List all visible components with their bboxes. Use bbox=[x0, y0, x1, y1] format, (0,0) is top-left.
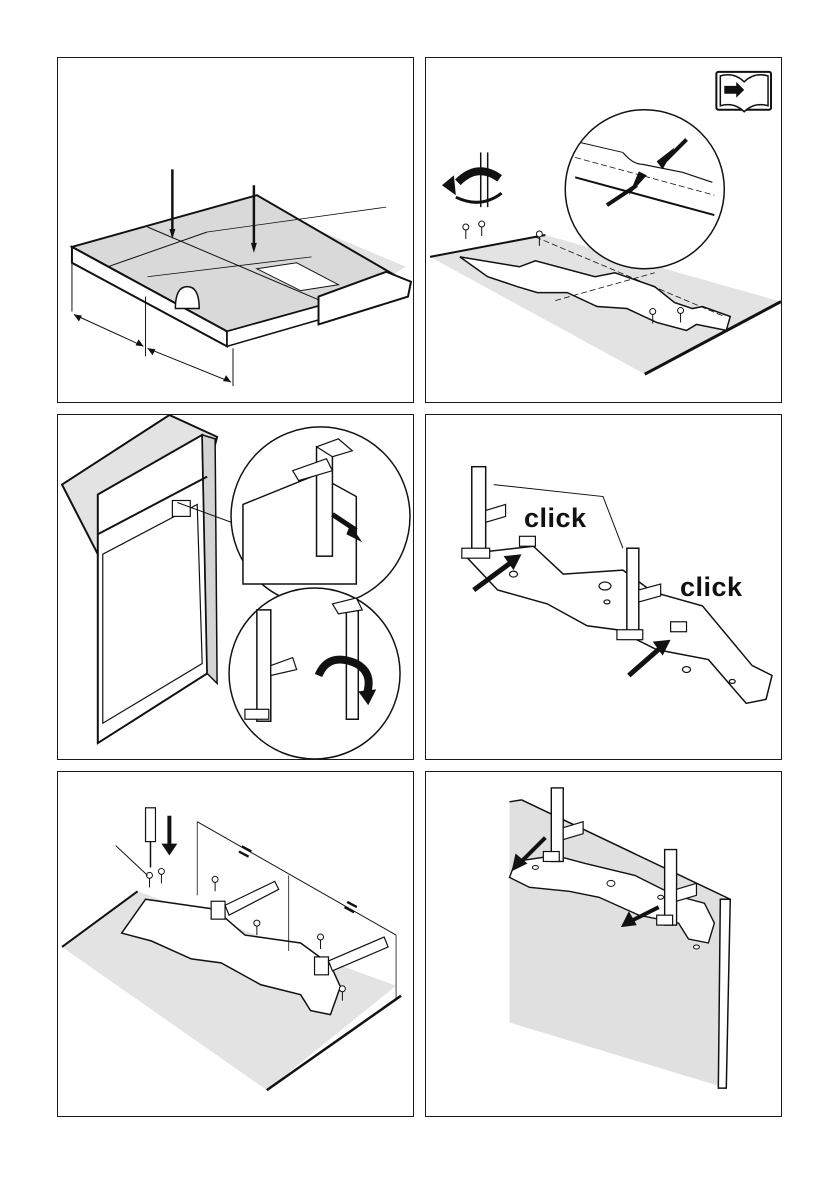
attach-fitting-panel bbox=[57, 414, 414, 760]
equal-mark-1: = bbox=[234, 837, 257, 865]
door-mount-illustration bbox=[426, 772, 781, 1116]
rotate-arrow-icon bbox=[442, 171, 502, 202]
worktop-measure-illustration bbox=[58, 58, 413, 402]
cabinet-bracket-illustration bbox=[58, 415, 413, 759]
mount-on-door-panel bbox=[425, 771, 782, 1117]
fix-template-panel: = = bbox=[57, 771, 414, 1117]
click-label-left: click bbox=[524, 503, 587, 534]
click-label-right: click bbox=[680, 572, 743, 603]
book-arrow-icon bbox=[716, 72, 771, 112]
click-brackets-panel: click click bbox=[425, 414, 782, 760]
equal-mark-2: = bbox=[339, 893, 362, 921]
template-fix-illustration: = = bbox=[58, 772, 413, 1116]
measure-worktop-panel bbox=[57, 57, 414, 403]
template-screw-illustration bbox=[426, 58, 781, 402]
screw-template-panel bbox=[425, 57, 782, 403]
